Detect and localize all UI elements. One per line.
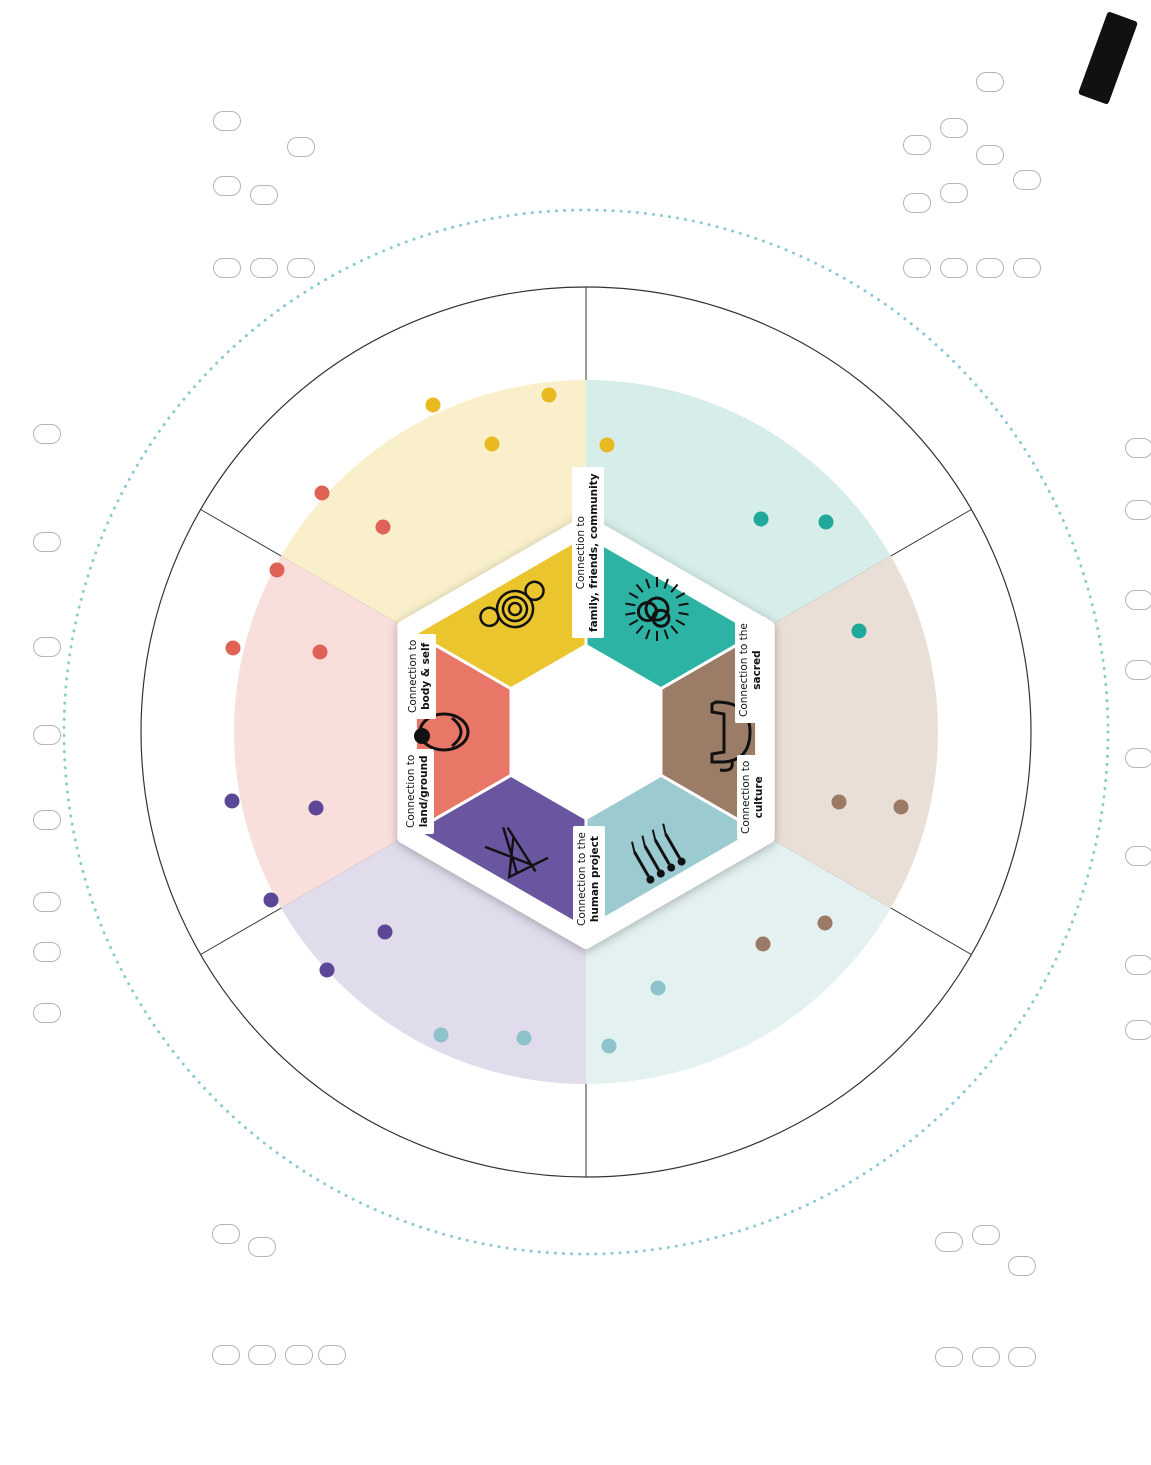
human-project-icon xyxy=(631,823,686,884)
family-friends-community-icon xyxy=(479,580,545,629)
example-pill xyxy=(250,185,278,205)
example-pill xyxy=(972,1347,1000,1367)
example-pill xyxy=(940,183,968,203)
example-pill xyxy=(940,118,968,138)
outcome-dot xyxy=(308,800,324,816)
outcome-dot xyxy=(755,936,771,952)
connection-prefix: Connection to xyxy=(740,760,752,834)
outcome-dot xyxy=(893,799,909,815)
connection-name: land/ground xyxy=(418,755,430,828)
connection-prefix: Connection to xyxy=(575,516,587,590)
example-pill xyxy=(1013,170,1041,190)
example-pill xyxy=(213,258,241,278)
example-pill xyxy=(213,111,241,131)
example-pill xyxy=(1125,955,1151,975)
example-pill xyxy=(212,1345,240,1365)
example-pill xyxy=(1125,590,1151,610)
example-pill-legends xyxy=(33,424,61,444)
example-pill xyxy=(287,137,315,157)
land-ground-icon xyxy=(484,827,549,880)
outcome-dot xyxy=(817,915,833,931)
example-pill xyxy=(287,258,315,278)
example-pill xyxy=(972,1225,1000,1245)
example-pill-films xyxy=(33,1003,61,1023)
outcome-dot xyxy=(312,644,328,660)
example-pill xyxy=(318,1345,346,1365)
outcome-dot xyxy=(375,519,391,535)
outcome-dot xyxy=(601,1038,617,1054)
example-pill xyxy=(250,258,278,278)
example-pill xyxy=(1125,748,1151,768)
example-pill-tv xyxy=(33,942,61,962)
outcome-dot xyxy=(319,962,335,978)
outcome-dot xyxy=(650,980,666,996)
example-pill xyxy=(285,1345,313,1365)
example-pill xyxy=(935,1347,963,1367)
connection-name: family, friends, community xyxy=(588,473,600,632)
example-pill xyxy=(1125,438,1151,458)
connection-prefix: Connection to the xyxy=(738,623,750,717)
example-pill xyxy=(212,1224,240,1244)
example-pill xyxy=(903,135,931,155)
connection-name: body & self xyxy=(420,642,432,710)
example-pill xyxy=(213,176,241,196)
example-pill xyxy=(976,258,1004,278)
example-pill xyxy=(903,193,931,213)
body-self-icon xyxy=(414,712,470,752)
outcome-dot xyxy=(753,511,769,527)
example-pill xyxy=(940,258,968,278)
connection-name: culture xyxy=(753,776,765,819)
outcome-dot xyxy=(269,562,285,578)
connection-prefix: Connection to xyxy=(405,754,417,828)
example-pill-messages xyxy=(33,725,61,745)
outcome-dot xyxy=(516,1030,532,1046)
example-pill-mythology xyxy=(33,637,61,657)
sacred-icon xyxy=(625,577,689,642)
example-pill-imagery xyxy=(33,810,61,830)
example-pill xyxy=(1125,660,1151,680)
outcome-dot xyxy=(818,514,834,530)
connection-prefix: Connection to the xyxy=(576,832,588,926)
outcome-dot xyxy=(433,1027,449,1043)
example-pill xyxy=(903,258,931,278)
example-pill-podcasts xyxy=(33,892,61,912)
outcome-dot xyxy=(831,794,847,810)
example-pill-role-models xyxy=(33,532,61,552)
outcome-dot xyxy=(314,485,330,501)
outcome-dot xyxy=(541,387,557,403)
outcome-dot xyxy=(425,397,441,413)
connection-name: human project xyxy=(589,836,601,923)
outcome-dot xyxy=(263,892,279,908)
example-pill xyxy=(1125,1020,1151,1040)
in-with-forward-logo xyxy=(1078,12,1138,104)
outcome-dot xyxy=(851,623,867,639)
connection-name: sacred xyxy=(751,650,763,690)
example-pill xyxy=(935,1232,963,1252)
example-pill xyxy=(976,72,1004,92)
example-pill xyxy=(1013,258,1041,278)
dotted-ring xyxy=(62,208,1110,1256)
center-hexagon xyxy=(509,643,663,821)
example-pill xyxy=(248,1237,276,1257)
example-pill xyxy=(1125,846,1151,866)
example-pill xyxy=(248,1345,276,1365)
outcome-dot xyxy=(377,924,393,940)
example-pill xyxy=(1125,500,1151,520)
outcome-dot xyxy=(224,793,240,809)
example-pill xyxy=(1008,1256,1036,1276)
outcome-dot xyxy=(599,437,615,453)
example-pill xyxy=(1008,1347,1036,1367)
example-pill xyxy=(976,145,1004,165)
outcome-dot xyxy=(225,640,241,656)
connection-prefix: Connection to xyxy=(407,639,419,713)
outcome-dot xyxy=(484,436,500,452)
